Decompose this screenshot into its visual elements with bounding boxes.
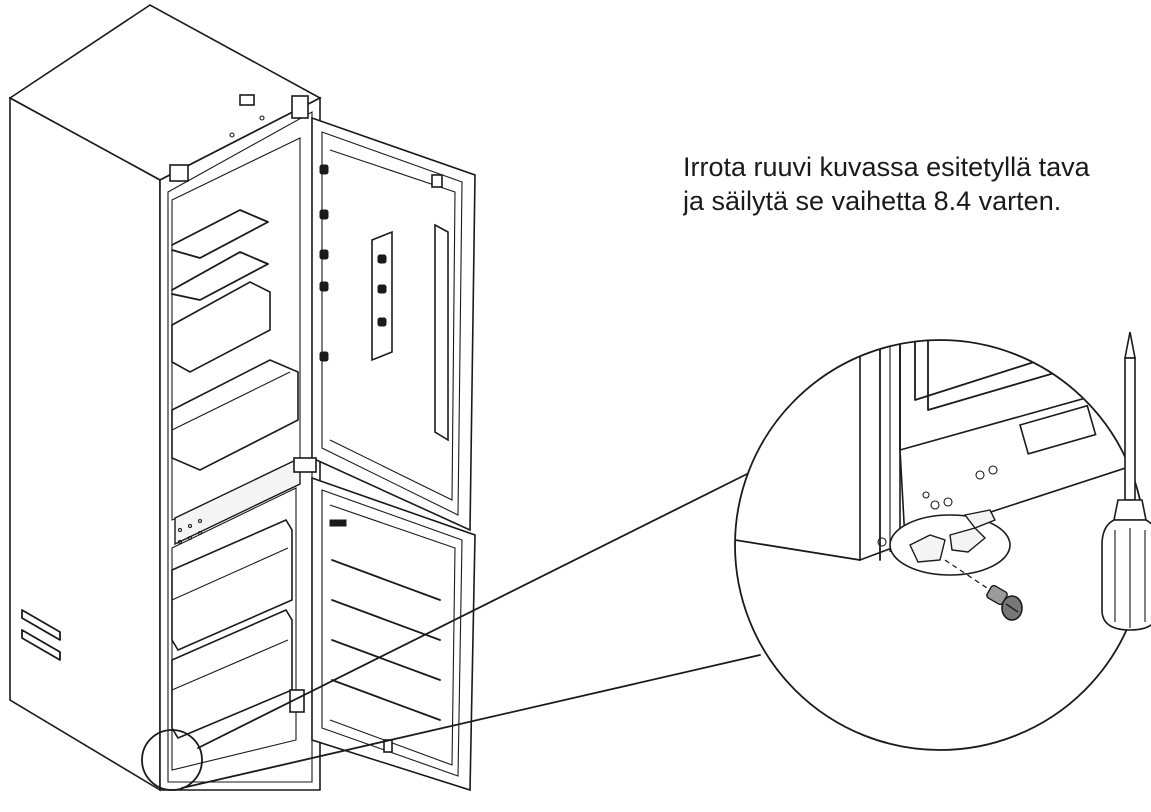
instruction-line-2: ja säilytä se vaihetta 8.4 varten. — [683, 186, 1062, 216]
upper-door — [311, 116, 476, 532]
middle-hinge-icon — [293, 457, 317, 473]
top-hinge-icon — [169, 94, 309, 182]
callout-lines — [181, 469, 761, 789]
fridge-compartment — [171, 137, 301, 546]
screw-icon — [986, 584, 1023, 621]
refrigerator-icon — [8, 4, 476, 792]
side-vent-icon — [21, 609, 61, 661]
fridge-side-panel — [9, 96, 161, 792]
door-peg-icon — [319, 164, 329, 362]
detail-marker-circle — [141, 729, 203, 791]
freezer-compartment — [171, 487, 305, 771]
lower-door — [311, 476, 476, 792]
magnifier-callout-icon — [734, 339, 1146, 751]
instruction-line-1: Irrota ruuvi kuvassa esitetyllä tava — [683, 152, 1090, 182]
screwdriver-icon — [1101, 331, 1151, 631]
instruction-caption: Irrota ruuvi kuvassa esitetyllä tava ja … — [683, 150, 1151, 218]
